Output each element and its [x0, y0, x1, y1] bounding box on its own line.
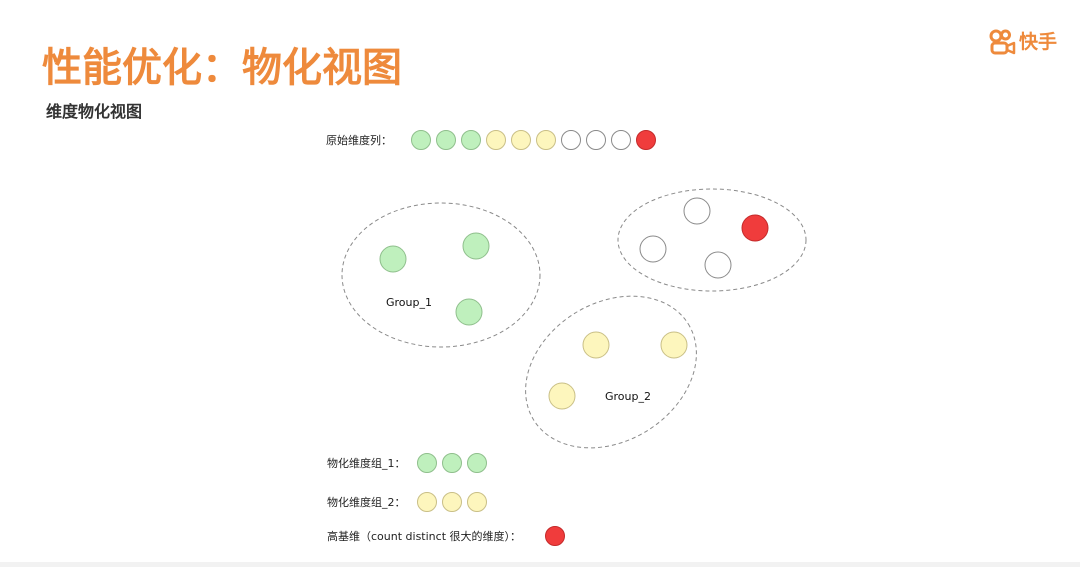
materialized-group-1-label: 物化维度组_1：: [327, 457, 406, 470]
yellow-dimension-dot: [442, 492, 462, 512]
group-3-dot: [704, 251, 732, 279]
group-2-ellipse: [525, 295, 697, 449]
white-dimension-dot: [611, 130, 631, 150]
logo-camera-lens: [1005, 41, 1016, 55]
group-3-dot: [639, 235, 667, 263]
slide-title: 性能优化：物化视图: [42, 45, 402, 91]
slide-subtitle: 维度物化视图: [46, 102, 143, 121]
materialized-group-1-dots: [417, 453, 487, 473]
original-columns-dots: [411, 130, 656, 150]
white-dimension-dot: [586, 130, 606, 150]
group-2-dot: [582, 331, 610, 359]
yellow-dimension-dot: [417, 492, 437, 512]
red-dimension-dot: [545, 526, 565, 546]
group-3-ellipse: [617, 188, 807, 292]
green-dimension-dot: [467, 453, 487, 473]
yellow-dimension-dot: [486, 130, 506, 150]
group-2-dot: [548, 382, 576, 410]
logo-circle-right: [1000, 29, 1011, 41]
bottom-divider: [0, 562, 1080, 567]
group-3-dot: [683, 197, 711, 225]
high-cardinality-dots: [545, 526, 565, 546]
kuaishou-logo-icon: [989, 29, 1016, 55]
group-1-label: Group_1: [386, 296, 432, 309]
group-2-label: Group_2: [605, 390, 651, 403]
red-dimension-dot: [636, 130, 656, 150]
green-dimension-dot: [436, 130, 456, 150]
materialized-group-2-label: 物化维度组_2：: [327, 496, 406, 509]
green-dimension-dot: [461, 130, 481, 150]
brand-logo: 快手: [989, 28, 1057, 56]
high-cardinality-row: 高基维（count distinct 很大的维度）：: [327, 524, 565, 548]
white-dimension-dot: [561, 130, 581, 150]
green-dimension-dot: [417, 453, 437, 473]
materialized-group-2-dots: [417, 492, 487, 512]
original-columns-row: 原始维度列：: [326, 128, 656, 152]
logo-text: 快手: [1019, 31, 1058, 53]
green-dimension-dot: [411, 130, 431, 150]
high-cardinality-label: 高基维（count distinct 很大的维度）：: [327, 530, 521, 543]
group-3-dots: [639, 197, 769, 279]
yellow-dimension-dot: [467, 492, 487, 512]
group-2-dot: [660, 331, 688, 359]
group-3-dot: [741, 214, 769, 242]
materialized-group-1-row: 物化维度组_1：: [327, 451, 487, 475]
yellow-dimension-dot: [536, 130, 556, 150]
group-1-dot: [462, 232, 490, 260]
materialized-group-2-row: 物化维度组_2：: [327, 490, 487, 514]
group-1-dot: [379, 245, 407, 273]
group-1-dot: [455, 298, 483, 326]
group-1-ellipse: [341, 202, 541, 348]
group-1-dots: [379, 232, 490, 326]
original-columns-label: 原始维度列：: [326, 134, 392, 147]
green-dimension-dot: [442, 453, 462, 473]
yellow-dimension-dot: [511, 130, 531, 150]
group-2-dots: [548, 331, 688, 410]
